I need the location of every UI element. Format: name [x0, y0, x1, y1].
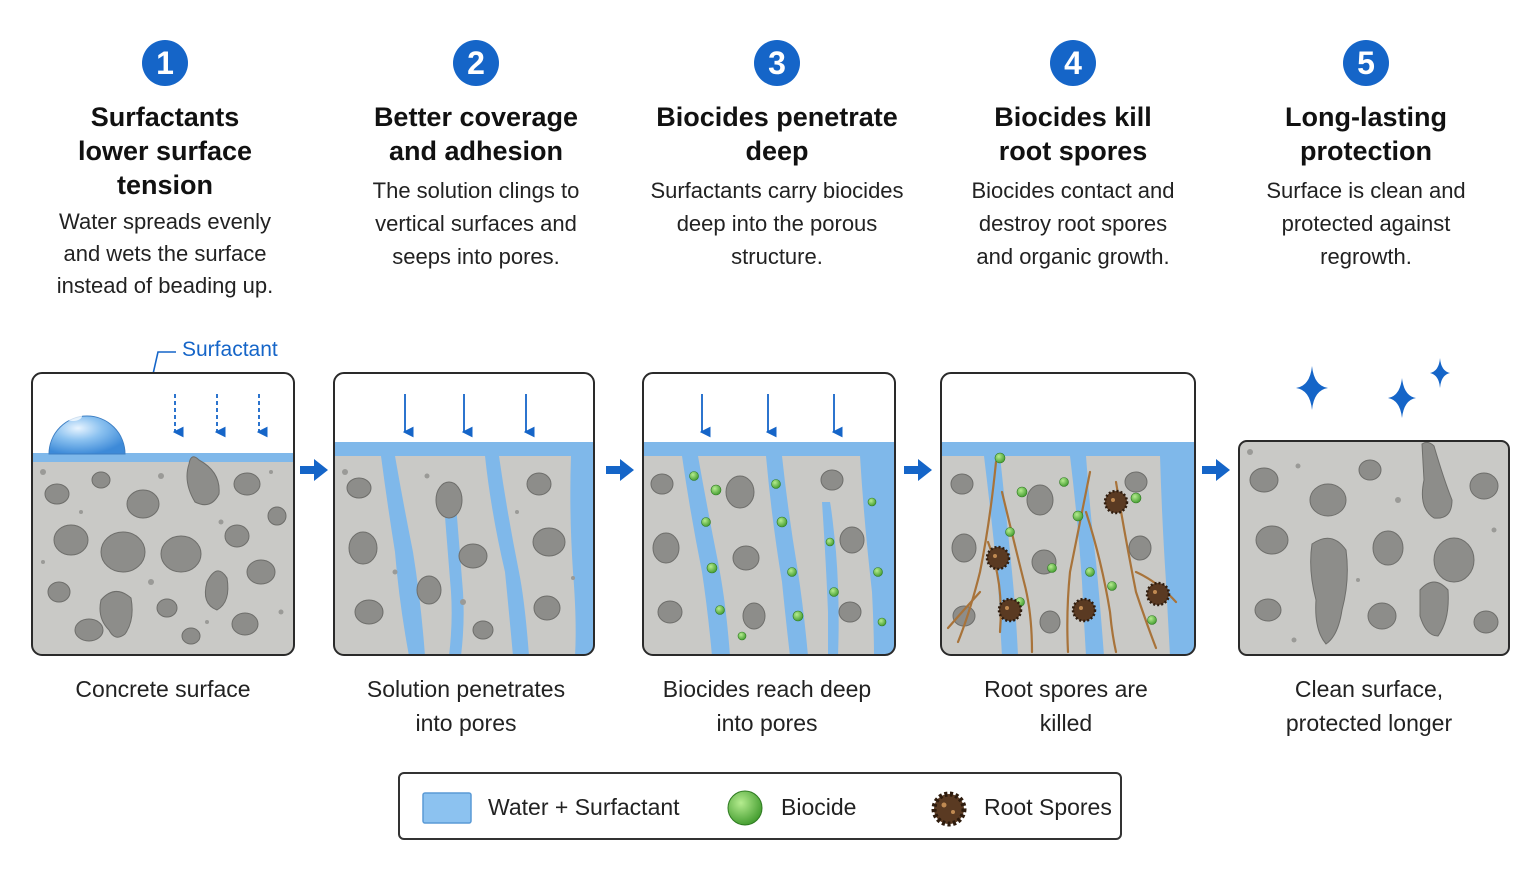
legend-water-label: Water + Surfactant — [488, 794, 680, 820]
sparkle-icons — [1296, 358, 1450, 418]
caption-step-3: Biocides reach deep into pores — [662, 676, 872, 736]
step-2: 2 Better coverage and adhesion The solut… — [326, 40, 626, 273]
step-number-badge: 3 — [754, 40, 800, 86]
caption-step-4: Root spores are killed — [984, 676, 1148, 736]
arrow-right-icon — [300, 459, 328, 481]
arrow-right-icon — [1202, 459, 1230, 481]
step-description: Surfactants carry biocides deep into the… — [650, 178, 904, 269]
step-description: Surface is clean and protected against r… — [1266, 178, 1466, 269]
step-number-badge: 5 — [1343, 40, 1389, 86]
caption-step-5: Clean surface, protected longer — [1285, 676, 1453, 736]
step-number-badge: 2 — [453, 40, 499, 86]
step-4: 4 Biocides kill root spores Biocides con… — [923, 40, 1223, 273]
surfactant-label: Surfactant — [182, 338, 278, 361]
step-description: Biocides contact and destroy root spores… — [971, 178, 1175, 269]
step-5: 5 Long-lasting protection Surface is cle… — [1216, 40, 1516, 273]
panel-clean-surface — [1238, 440, 1510, 656]
panel-concrete-surface — [31, 372, 295, 656]
arrow-right-icon — [606, 459, 634, 481]
step-title: Biocides kill root spores — [994, 102, 1152, 166]
panel-spores-killed — [940, 372, 1196, 656]
panel-solution-penetrates — [333, 372, 595, 656]
step-number-badge: 4 — [1050, 40, 1096, 86]
step-title: Biocides penetrate deep — [656, 102, 898, 166]
biocide-icon — [727, 790, 763, 826]
step-title: Surfactants lower surface tension — [77, 102, 253, 200]
step-description: Water spreads evenly and wets the surfac… — [56, 209, 274, 298]
water-swatch-icon — [422, 792, 472, 824]
caption-step-1: Concrete surface — [75, 676, 251, 702]
step-title: Better coverage and adhesion — [373, 102, 579, 166]
legend: Water + Surfactant Biocide Root Spores — [398, 772, 1122, 840]
legend-biocide-label: Biocide — [781, 794, 857, 820]
panel-biocides-deep — [642, 372, 896, 656]
step-1: 1 Surfactants lower surface tension Wate… — [15, 40, 315, 302]
step-title: Long-lasting protection — [1285, 102, 1447, 166]
root-spore-icon — [931, 791, 967, 827]
caption-step-2: Solution penetrates into pores — [366, 676, 566, 736]
step-description: The solution clings to vertical surfaces… — [372, 178, 580, 269]
arrow-right-icon — [904, 459, 932, 481]
legend-spores-label: Root Spores — [984, 794, 1112, 820]
step-number-badge: 1 — [142, 40, 188, 86]
step-3: 3 Biocides penetrate deep Surfactants ca… — [627, 40, 927, 273]
